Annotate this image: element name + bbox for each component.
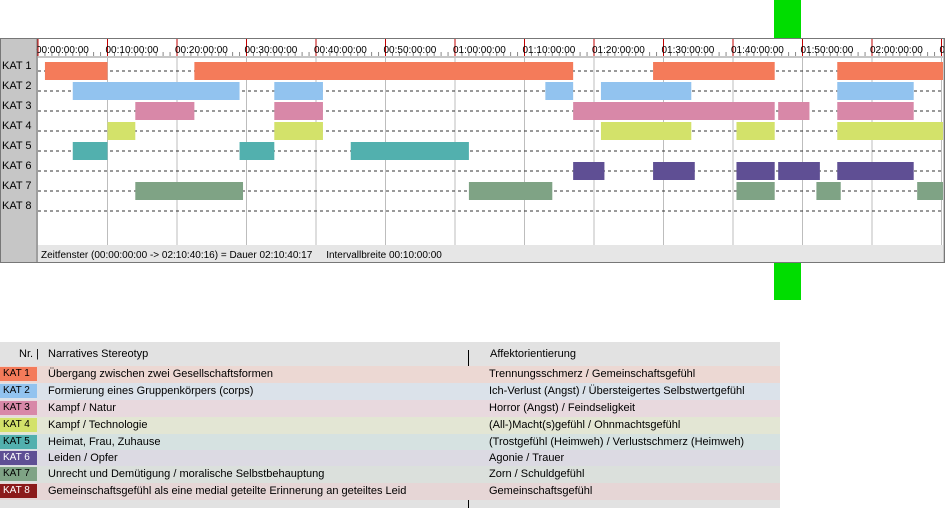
time-tick-label: 01:10:00:00 (523, 45, 576, 56)
category-swatch: KAT 7 (0, 467, 37, 481)
affekt-text: Ich-Verlust (Angst) / Übersteigertes Sel… (489, 385, 745, 397)
time-tick-label: 01:50:00:00 (801, 45, 854, 56)
timeline-segment (107, 122, 136, 140)
stereotyp-text: Kampf / Technologie (48, 419, 148, 431)
legend-table: Nr. | Narratives Stereotyp Affektorienti… (0, 342, 780, 508)
timeline-panel: 00:00:00:00 00:10:00:00 00:20:00:00 00:30:0… (0, 38, 945, 263)
category-label: KAT 6 (2, 160, 32, 172)
affekt-text: (All-)Macht(s)gefühl / Ohnmachtsgefühl (489, 419, 681, 431)
timeline-segment (736, 162, 775, 180)
category-swatch: KAT 4 (0, 418, 37, 432)
category-label: KAT 1 (2, 60, 32, 72)
playhead-marker-bottom[interactable] (774, 263, 801, 300)
timeline-segment (736, 122, 775, 140)
timeline-segment (274, 102, 323, 120)
stereotyp-text: Unrecht und Demütigung / moralische Selb… (48, 468, 325, 480)
timeline-segment (545, 82, 574, 100)
timeline-segment (736, 182, 775, 200)
timeline-segment (653, 162, 695, 180)
affekt-text: Gemeinschaftsgefühl (489, 485, 593, 497)
category-swatch: KAT 3 (0, 401, 37, 415)
category-label: KAT 5 (2, 140, 32, 152)
legend-row-kat5: KAT 5 Heimat, Frau, Zuhause (Trostgefühl… (0, 434, 780, 451)
legend-row-kat7: KAT 7 Unrecht und Demütigung / moralisch… (0, 466, 780, 483)
stereotyp-text: Formierung eines Gruppenkörpers (corps) (48, 385, 254, 397)
stereotyp-text: Leiden / Opfer (48, 452, 118, 464)
stereotyp-text: Heimat, Frau, Zuhause (48, 436, 161, 448)
category-swatch: KAT 5 (0, 435, 37, 449)
timeline-segment (837, 62, 943, 80)
legend-row-kat4: KAT 4 Kampf / Technologie (All-)Macht(s)… (0, 417, 780, 434)
time-tick-label: 01:20:00:00 (592, 45, 645, 56)
timeline-segment (600, 122, 692, 140)
timeline-segment (72, 82, 240, 100)
timeline-segment (350, 142, 469, 160)
time-tick-label: 00:00:00:00 (36, 45, 89, 56)
legend-row-kat1: KAT 1 Übergang zwischen zwei Gesellschaf… (0, 366, 780, 383)
affekt-text: Zorn / Schuldgefühl (489, 468, 585, 480)
legend-header-stereotyp: Narratives Stereotyp (48, 348, 149, 360)
legend-header-nr: Nr. | (19, 348, 39, 360)
legend-header-affekt: Affektorientierung (490, 348, 577, 360)
status-bar (38, 245, 943, 262)
timeline-segment (135, 182, 244, 200)
affekt-text: Horror (Angst) / Feindseligkeit (489, 402, 636, 414)
timeline-chart: 00:00:00:00 00:10:00:00 00:20:00:00 00:30:0… (0, 38, 945, 263)
time-tick-label: 0 (940, 45, 945, 56)
time-tick-label: 00:20:00:00 (175, 45, 228, 56)
time-tick-label: 00:30:00:00 (245, 45, 298, 56)
time-tick-label: 00:10:00:00 (106, 45, 159, 56)
timeline-segment (468, 182, 553, 200)
stereotyp-text: Kampf / Natur (48, 402, 116, 414)
timeline-segment (135, 102, 195, 120)
category-label: KAT 2 (2, 80, 32, 92)
timeline-segment (837, 122, 943, 140)
timeline-segment (44, 62, 108, 80)
timeline-segment (816, 182, 841, 200)
category-swatch: KAT 2 (0, 384, 37, 398)
time-tick-label: 02:00:00:00 (870, 45, 923, 56)
time-tick-label: 01:40:00:00 (731, 45, 784, 56)
legend-row-kat3: KAT 3 Kampf / Natur Horror (Angst) / Fei… (0, 400, 780, 417)
timeline-segment (837, 82, 914, 100)
category-label: KAT 7 (2, 180, 32, 192)
affekt-text: (Trostgefühl (Heimweh) / Verlustschmerz … (489, 436, 745, 448)
timeline-segment (573, 162, 605, 180)
status-text: Zeitfenster (00:00:00:00 -> 02:10:40:16)… (41, 250, 442, 261)
legend-row-kat2: KAT 2 Formierung eines Gruppenkörpers (c… (0, 383, 780, 400)
timeline-segment (778, 162, 820, 180)
timeline-segment (653, 62, 775, 80)
stereotyp-text: Gemeinschaftsgefühl als eine medial gete… (48, 485, 407, 497)
timeline-segment (274, 82, 323, 100)
timeline-segment (274, 122, 323, 140)
timeline-segment (72, 142, 108, 160)
playhead-marker-top[interactable] (774, 0, 801, 38)
timeline-segment (837, 162, 914, 180)
affekt-text: Trennungsschmerz / Gemeinschaftsgefühl (489, 368, 696, 380)
timeline-segment (600, 82, 692, 100)
category-label: KAT 8 (2, 200, 32, 212)
time-ruler (38, 39, 943, 56)
timeline-segment (778, 102, 810, 120)
category-swatch: KAT 8 (0, 484, 37, 498)
category-label: KAT 4 (2, 120, 32, 132)
time-tick-label: 01:00:00:00 (453, 45, 506, 56)
category-swatch: KAT 6 (0, 451, 37, 465)
category-swatch: KAT 1 (0, 367, 37, 381)
timeline-segment (917, 182, 943, 200)
affekt-text: Agonie / Trauer (489, 452, 565, 464)
stereotyp-text: Übergang zwischen zwei Gesellschaftsform… (48, 368, 273, 380)
category-label: KAT 3 (2, 100, 32, 112)
timeline-segment (239, 142, 275, 160)
time-tick-label: 00:50:00:00 (384, 45, 437, 56)
timeline-segment (837, 102, 914, 120)
time-tick-label: 00:40:00:00 (314, 45, 367, 56)
time-tick-label: 01:30:00:00 (662, 45, 715, 56)
timeline-segment (573, 102, 775, 120)
legend-row-kat8: KAT 8 Gemeinschaftsgefühl als eine media… (0, 483, 780, 500)
legend-row-kat6: KAT 6 Leiden / Opfer Agonie / Trauer (0, 450, 780, 467)
timeline-segment (194, 62, 574, 80)
